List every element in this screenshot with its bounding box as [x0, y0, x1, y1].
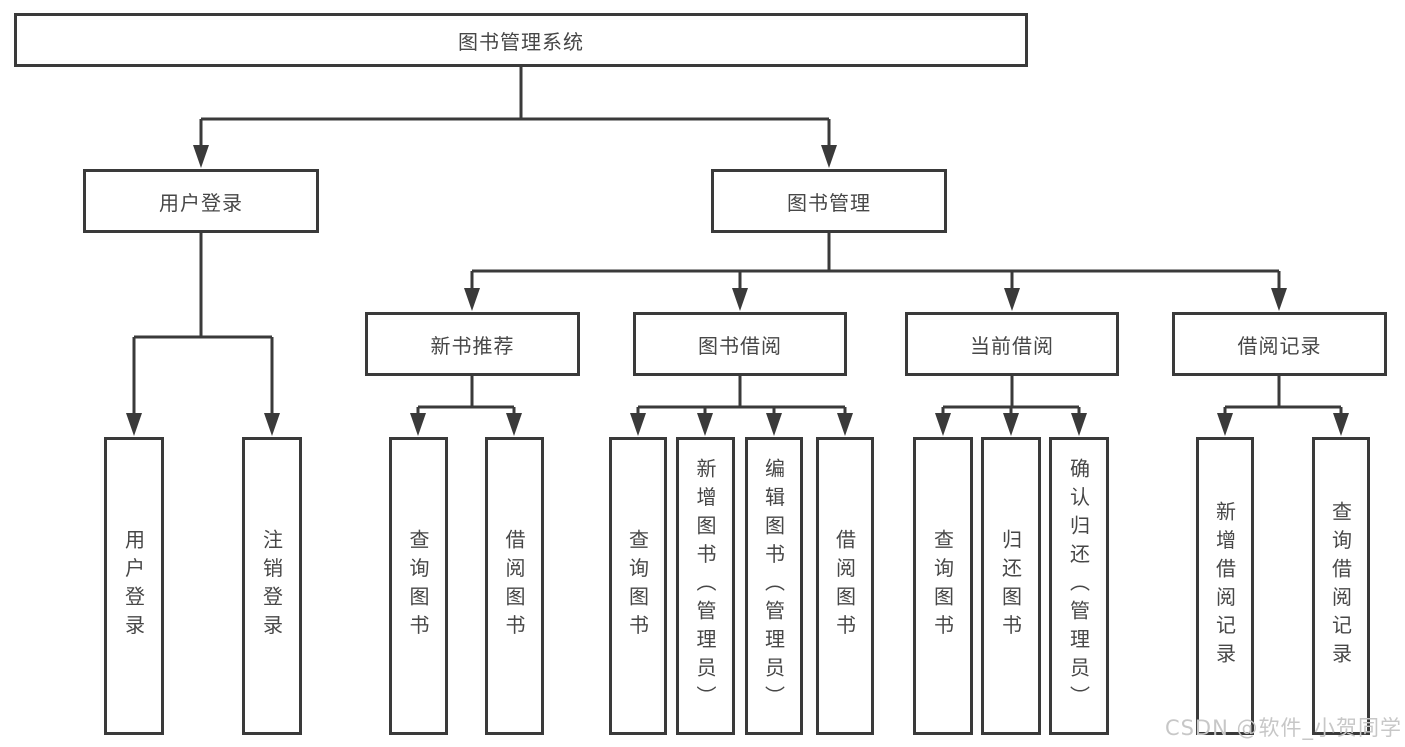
- leaf-borrow-books-1: 借阅图书: [485, 437, 544, 735]
- leaf-user-login-label: 用户登录: [121, 529, 146, 643]
- node-book-borrow-label: 图书借阅: [698, 333, 782, 358]
- node-current-borrow-label: 当前借阅: [970, 333, 1054, 358]
- node-borrow-records: 借阅记录: [1172, 312, 1387, 376]
- leaf-return-books: 归还图书: [981, 437, 1041, 735]
- leaf-logout-label: 注销登录: [259, 529, 284, 643]
- node-book-management: 图书管理: [711, 169, 947, 233]
- csdn-watermark: CSDN @软件_小贺同学: [1164, 716, 1402, 740]
- leaf-query-borrow-record: 查询借阅记录: [1312, 437, 1370, 735]
- node-book-management-label: 图书管理: [787, 190, 871, 215]
- leaf-confirm-return-admin-label: 确认归还（管理员）: [1066, 458, 1091, 714]
- leaf-edit-books-admin-label: 编辑图书（管理员）: [761, 458, 786, 714]
- node-user-login-label: 用户登录: [159, 190, 243, 215]
- node-root: 图书管理系统: [14, 13, 1028, 67]
- leaf-borrow-books-2: 借阅图书: [816, 437, 874, 735]
- leaf-add-borrow-record: 新增借阅记录: [1196, 437, 1254, 735]
- leaf-add-books-admin: 新增图书（管理员）: [676, 437, 735, 735]
- leaf-query-books-3-label: 查询图书: [930, 529, 955, 643]
- leaf-edit-books-admin: 编辑图书（管理员）: [745, 437, 803, 735]
- leaf-borrow-books-1-label: 借阅图书: [502, 529, 526, 643]
- leaf-add-borrow-record-label: 新增借阅记录: [1212, 500, 1237, 672]
- node-new-book-recommend: 新书推荐: [365, 312, 580, 376]
- node-book-borrow: 图书借阅: [633, 312, 847, 376]
- leaf-query-borrow-record-label: 查询借阅记录: [1328, 500, 1353, 672]
- node-new-book-recommend-label: 新书推荐: [430, 333, 515, 358]
- leaf-return-books-label: 归还图书: [998, 529, 1023, 643]
- node-root-label: 图书管理系统: [458, 29, 584, 54]
- leaf-borrow-books-2-label: 借阅图书: [832, 529, 857, 643]
- leaf-confirm-return-admin: 确认归还（管理员）: [1049, 437, 1109, 735]
- leaf-query-books-2-label: 查询图书: [625, 529, 650, 643]
- leaf-logout: 注销登录: [242, 437, 302, 735]
- leaf-query-books-2: 查询图书: [609, 437, 667, 735]
- node-user-login: 用户登录: [83, 169, 319, 233]
- leaf-add-books-admin-label: 新增图书（管理员）: [693, 458, 717, 714]
- leaf-user-login: 用户登录: [104, 437, 164, 735]
- node-borrow-records-label: 借阅记录: [1237, 333, 1322, 358]
- leaf-query-books-1-label: 查询图书: [406, 529, 430, 643]
- leaf-query-books-3: 查询图书: [913, 437, 973, 735]
- leaf-query-books-1: 查询图书: [389, 437, 448, 735]
- node-current-borrow: 当前借阅: [905, 312, 1119, 376]
